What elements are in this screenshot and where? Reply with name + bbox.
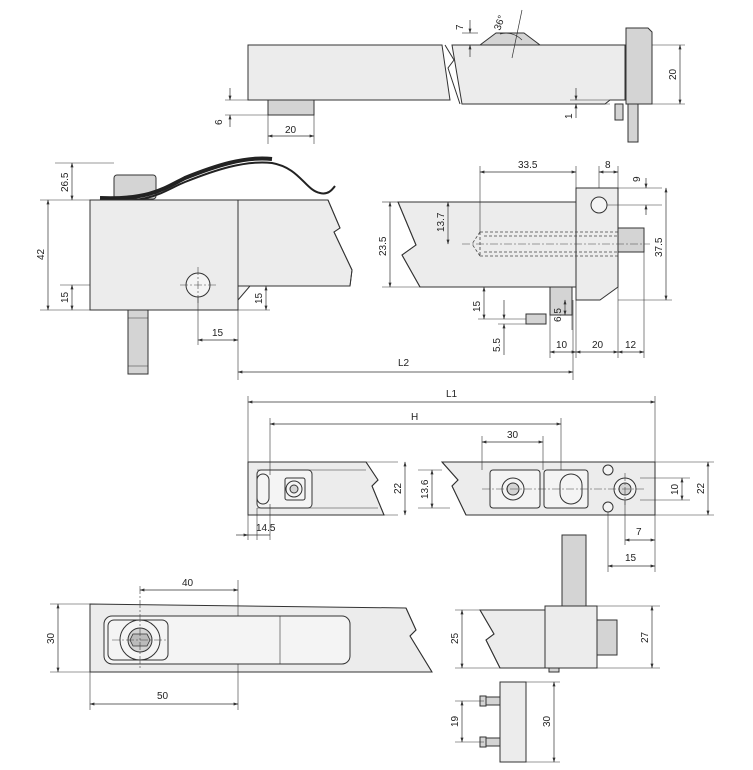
dim-22-right: 22 (696, 482, 707, 494)
dim-7: 7 (455, 24, 466, 30)
view-bottom-right: 25 27 19 30 (450, 534, 660, 763)
dim-6: 6 (214, 119, 225, 125)
dim-15-right: 15 (254, 292, 265, 304)
dim-6.5: 6.5 (553, 308, 564, 322)
dim-15: 15 (625, 553, 637, 564)
dim-12: 12 (625, 340, 637, 351)
dim-42: 42 (36, 248, 47, 260)
dim-30: 30 (507, 430, 519, 441)
dim-5.5: 5.5 (492, 338, 503, 352)
dim-9: 9 (632, 176, 643, 182)
body-right (444, 27, 653, 143)
dim-50: 50 (157, 691, 169, 702)
dim-8: 8 (605, 160, 611, 171)
dim-23.5: 23.5 (378, 236, 389, 256)
view-right-side: 33.5 8 9 37.5 13.7 23.5 15 5.5 6.5 (378, 160, 672, 358)
dim-L2: L2 (398, 358, 410, 369)
dim-13.6: 13.6 (420, 479, 431, 499)
view-top-plan: L1 H 30 22 13.6 14.5 10 22 7 (236, 389, 714, 572)
dim-10: 10 (556, 340, 568, 351)
dim-7: 7 (636, 527, 642, 538)
dim-10: 10 (670, 483, 681, 495)
body-left (247, 44, 451, 101)
dim-14.5: 14.5 (256, 523, 276, 534)
dim-15: 15 (472, 300, 483, 312)
dim-37.5: 37.5 (654, 237, 665, 257)
dim-15-bottom: 15 (212, 328, 224, 339)
dim-H: H (411, 412, 418, 423)
view-top-side: 6 20 20 7 36° 1 (214, 9, 685, 144)
dim-30: 30 (46, 632, 57, 644)
dim-27: 27 (640, 631, 651, 643)
dim-20-bottom: 20 (285, 125, 297, 136)
view-bottom-left: 40 30 50 (46, 578, 433, 710)
dim-40: 40 (182, 578, 194, 589)
dim-L1: L1 (446, 389, 458, 400)
nut-bottom (267, 99, 315, 116)
dim-19: 19 (450, 715, 461, 727)
dim-13.7: 13.7 (436, 212, 447, 232)
dim-36deg: 36° (492, 14, 508, 32)
dim-1: 1 (564, 113, 575, 119)
dim-22-left: 22 (393, 482, 404, 494)
dim-26.5: 26.5 (60, 172, 71, 192)
arm-profile (99, 161, 336, 202)
dim-25: 25 (450, 632, 461, 644)
dim-20: 20 (592, 340, 604, 351)
dim-30: 30 (542, 715, 553, 727)
dim-33.5: 33.5 (518, 160, 538, 171)
view-left-side: 26.5 42 15 15 15 L2 (36, 156, 574, 380)
dim-20-right: 20 (668, 68, 679, 80)
dim-15-left: 15 (60, 291, 71, 303)
